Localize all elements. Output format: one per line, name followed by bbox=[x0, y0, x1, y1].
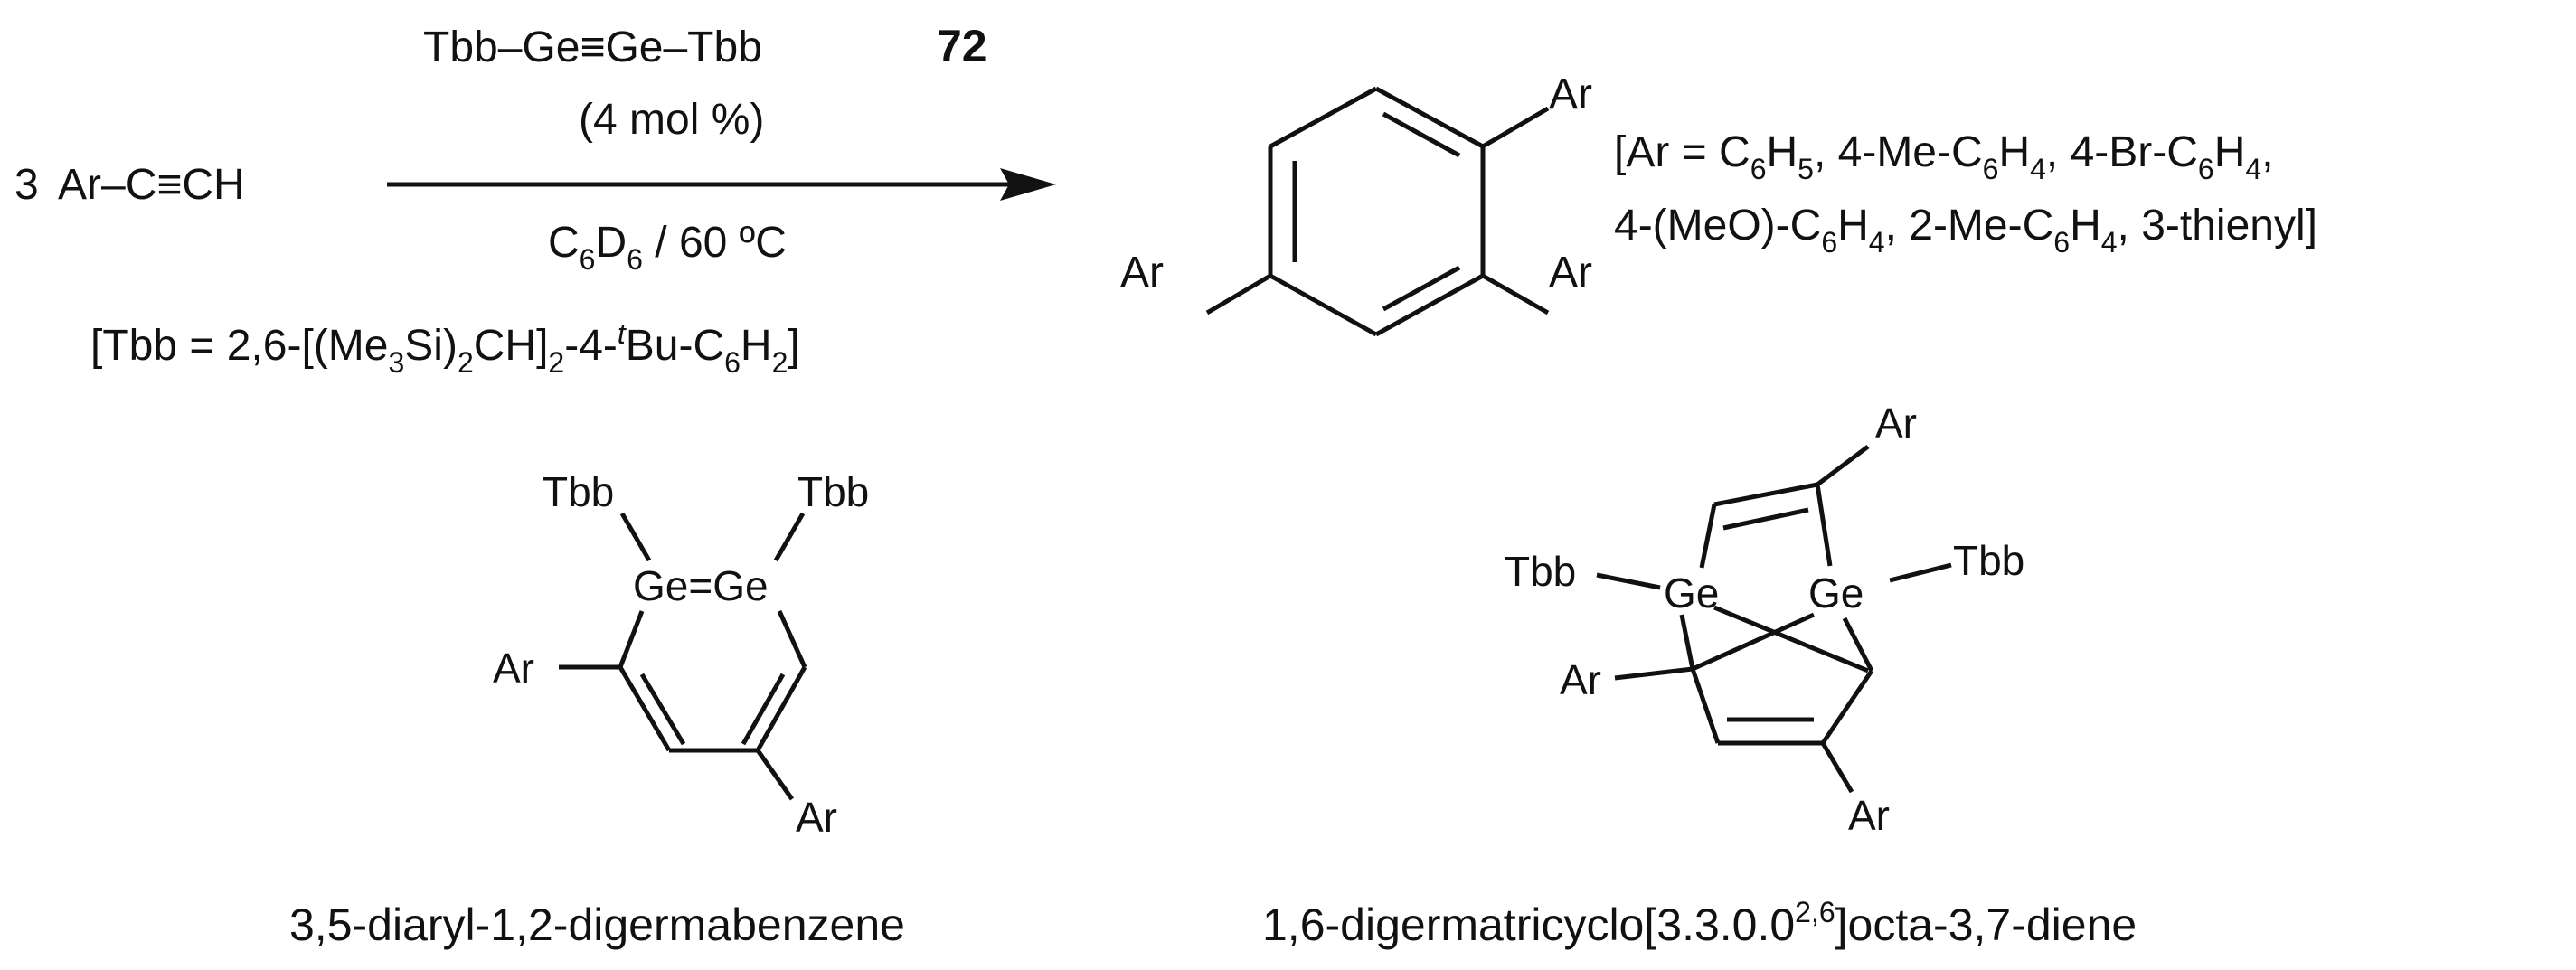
bond-c-ar bbox=[1820, 741, 1854, 794]
arrow-head bbox=[1000, 168, 1056, 201]
ring-bond bbox=[1269, 273, 1378, 337]
reaction-arrow bbox=[387, 168, 1056, 201]
reactant-formula: Ar–C≡CH bbox=[58, 161, 245, 209]
ge-label-left: Ge bbox=[1664, 570, 1719, 617]
tricyclooctadiene-name: 1,6-digermatricyclo[3.3.0.02,6]octa-3,7-… bbox=[1262, 896, 2137, 950]
tbb-label-right: Tbb bbox=[797, 468, 869, 515]
ring-bond bbox=[1374, 86, 1485, 149]
ar-label-top: Ar bbox=[1875, 400, 1917, 447]
ring-double-bond bbox=[639, 673, 686, 746]
ring-double-bond bbox=[1382, 111, 1461, 158]
bond-ge-c bbox=[1842, 617, 1874, 673]
tbb-label-left: Tbb bbox=[1505, 548, 1576, 595]
ge-ge-label: Ge=Ge bbox=[633, 562, 769, 609]
bond-ge-c bbox=[777, 609, 807, 669]
ring-bond bbox=[618, 665, 672, 752]
bond-tbb-ge bbox=[1889, 562, 1952, 583]
bond-ge-c-cross bbox=[1713, 605, 1869, 673]
catalyst-compound-number: 72 bbox=[937, 21, 987, 71]
ring-bond bbox=[1820, 669, 1874, 745]
tricyclooctadiene-structure: Ar Tbb Tbb Ge Ge Ar Ar 1,6-digermatricyc… bbox=[1262, 400, 2137, 950]
reaction-conditions: C6D6 / 60 ºC bbox=[548, 219, 787, 276]
bond-ge-c bbox=[618, 610, 645, 668]
ring-bond bbox=[1374, 273, 1485, 337]
bond-tbb-ge bbox=[619, 512, 652, 562]
bond-c-ar bbox=[1614, 666, 1694, 681]
catalyst-label: Tbb–Ge≡Ge–Tbb 72 (4 mol %) bbox=[423, 21, 987, 144]
substituent-bond bbox=[1205, 273, 1272, 315]
ar-label-left: Ar bbox=[493, 645, 534, 692]
bond-ge-c bbox=[1679, 614, 1695, 670]
digermabenzene-name: 3,5-diaryl-1,2-digermabenzene bbox=[289, 899, 905, 950]
ar-definition-line1: [Ar = C6H5, 4-Me-C6H4, 4-Br-C6H4, bbox=[1614, 128, 2274, 185]
ring-bond bbox=[1713, 482, 1818, 507]
ring-bond bbox=[1269, 86, 1378, 149]
reactant-coefficient: 3 bbox=[14, 161, 39, 209]
ar-label-bottom: Ar bbox=[796, 794, 837, 841]
bond-c-ar bbox=[1816, 445, 1870, 486]
ring-bond bbox=[1815, 484, 1833, 567]
substituent-bond bbox=[1481, 106, 1550, 149]
product-ar-label: Ar bbox=[1120, 249, 1164, 297]
tbb-label-left: Tbb bbox=[543, 468, 614, 515]
reactant: 3 Ar–C≡CH bbox=[14, 161, 245, 209]
ring-bond bbox=[1699, 504, 1717, 569]
product-benzene: Ar Ar Ar bbox=[1120, 71, 1592, 337]
tbb-definition: [Tbb = 2,6-[(Me3Si)2CH]2-4-tBu-C6H2] bbox=[90, 317, 800, 379]
tbb-label-right: Tbb bbox=[1953, 537, 2024, 584]
bond-tbb-ge bbox=[1596, 572, 1661, 590]
ring-double-bond bbox=[1382, 265, 1461, 312]
ar-label-left: Ar bbox=[1560, 656, 1601, 703]
ar-definition-line2: 4-(MeO)-C6H4, 2-Me-C6H4, 3-thienyl] bbox=[1614, 202, 2317, 259]
bond-tbb-ge bbox=[773, 512, 806, 562]
catalyst-formula: Tbb–Ge≡Ge–Tbb bbox=[423, 24, 762, 71]
ring-bond bbox=[1690, 668, 1721, 744]
ring-double-bond bbox=[741, 673, 786, 746]
catalyst-loading: (4 mol %) bbox=[579, 96, 764, 144]
bond-c-ar bbox=[755, 749, 795, 801]
product-ar-label: Ar bbox=[1549, 249, 1592, 297]
product-ar-label: Ar bbox=[1549, 71, 1592, 118]
bond-ge-c-cross bbox=[1691, 612, 1816, 672]
ring-double-bond bbox=[1722, 507, 1809, 531]
substituent-bond bbox=[1481, 273, 1550, 315]
ring-bond bbox=[755, 665, 807, 752]
ge-label-right: Ge bbox=[1808, 570, 1864, 617]
digermabenzene-structure: Tbb Tbb Ge=Ge Ar Ar 3,5-diaryl-1,2-diger… bbox=[289, 468, 905, 950]
ar-label-bottom: Ar bbox=[1848, 792, 1890, 839]
